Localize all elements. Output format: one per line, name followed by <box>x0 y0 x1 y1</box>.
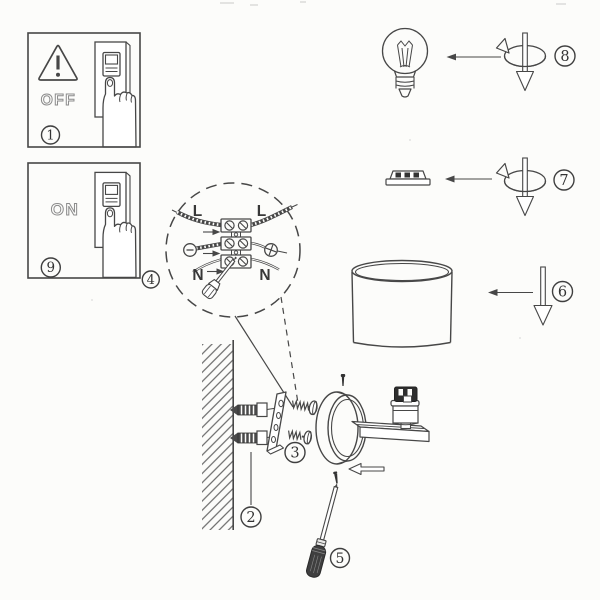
insert-arrows <box>203 228 225 275</box>
rocker-switch-icon <box>94 41 137 148</box>
left-arrow-icon <box>348 462 385 476</box>
tiny-screw-icon <box>333 471 338 484</box>
terminal-block-side-icon <box>385 170 431 186</box>
left-arrow-icon <box>488 289 533 296</box>
panel-border <box>27 162 141 279</box>
terminal-row-ground <box>220 236 252 251</box>
scan-noise <box>91 1 566 339</box>
ground-earth-icon <box>264 243 278 257</box>
step-badge-lampshade: 6 <box>551 280 574 303</box>
wire-neutral-left <box>192 258 222 273</box>
bulb-filament <box>397 40 413 68</box>
step-number-on: 9 <box>47 260 56 276</box>
rocker-switch-icon <box>94 171 137 279</box>
mounting-bracket-icon <box>266 391 287 455</box>
step-badge-wiring: 4 <box>141 270 161 289</box>
step-number-lampshade: 6 <box>558 285 567 301</box>
step-badge-anchors: 2 <box>240 506 262 528</box>
bulb-row: 8 <box>381 27 576 98</box>
lampshade-icon <box>351 259 453 348</box>
step-number-terminal: 7 <box>559 173 568 189</box>
wall-anchor-icon <box>230 430 277 446</box>
wire-live-right <box>250 204 298 228</box>
label-neutral-left: N <box>192 267 203 284</box>
step-badge-bracket: 3 <box>284 441 306 464</box>
down-arrow-icon <box>533 266 553 326</box>
lamp-arm-icon <box>351 420 430 443</box>
wall-hatch <box>202 340 234 530</box>
rotate-arrow-icon <box>495 32 547 92</box>
left-arrow-icon <box>446 53 501 61</box>
wire-live-left <box>171 209 222 228</box>
small-screwdriver-icon <box>201 256 238 300</box>
step-number-bulb: 8 <box>560 49 569 65</box>
step-number-off: 1 <box>46 129 54 144</box>
step-number-bracket: 3 <box>290 446 299 462</box>
screwdriver-icon: 5 <box>306 483 351 578</box>
step-number-wiring: 4 <box>147 273 155 288</box>
step-badge-screwdriver: 5 <box>329 547 351 569</box>
step-badge-terminal: 7 <box>553 169 575 191</box>
step-number-screwdriver: 5 <box>336 551 345 567</box>
tiny-screw-icon <box>340 374 346 386</box>
lamp-fixture <box>315 374 430 484</box>
label-live-left: L <box>193 203 202 220</box>
wall-anchor-icon <box>230 402 281 418</box>
left-arrow-icon <box>445 175 492 183</box>
step-badge-on: 9 <box>40 257 61 278</box>
terminal-row-neutral <box>220 254 252 269</box>
step-badge-bulb: 8 <box>554 45 576 67</box>
off-label: OFF <box>41 92 77 109</box>
wire-ground-left <box>183 242 222 257</box>
ground-minus-icon <box>183 243 197 257</box>
mounting-screws: 3 <box>284 398 318 464</box>
terminal-block-icon <box>220 218 252 269</box>
wall-anchors: 2 <box>230 402 281 528</box>
step-badge-off: 1 <box>40 125 61 145</box>
power-off-panel: OFF 1 <box>27 32 141 148</box>
power-on-panel: ON 9 <box>27 162 141 279</box>
mounting-screw-icon <box>288 428 313 445</box>
terminal-row-live <box>220 218 252 233</box>
on-label: ON <box>51 200 80 219</box>
label-live-right: L <box>257 203 266 220</box>
mounting-screw-icon <box>292 398 318 416</box>
wire-neutral-right <box>250 257 280 271</box>
wire-ground-right <box>250 241 288 257</box>
lampshade-row: 6 <box>351 259 574 348</box>
magnifier-callout: L L N N 4 <box>141 182 301 408</box>
wall-plate-icon <box>315 391 367 465</box>
step-number-anchors: 2 <box>246 510 255 526</box>
panel-border <box>27 32 141 148</box>
label-neutral-right: N <box>259 267 270 284</box>
light-bulb-icon <box>381 27 429 98</box>
rotate-arrow-icon <box>495 157 547 217</box>
lamp-socket-icon <box>390 386 420 430</box>
warning-triangle-icon <box>38 44 78 81</box>
terminal-row: 7 <box>385 157 575 217</box>
